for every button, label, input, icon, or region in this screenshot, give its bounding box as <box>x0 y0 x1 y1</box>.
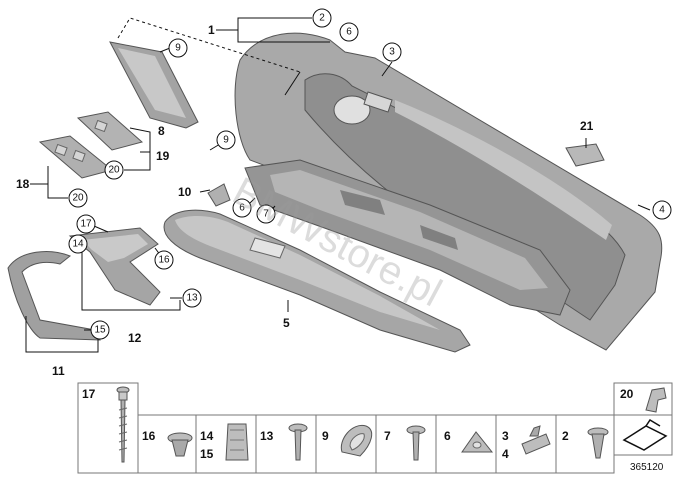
legend-label-20: 20 <box>620 387 634 401</box>
callout-4: 4 <box>659 205 665 216</box>
legend-cell-2 <box>555 414 615 474</box>
callout-9-mid: 9 <box>223 135 229 146</box>
grommet-icon <box>167 432 193 457</box>
callout-5: 5 <box>283 316 290 330</box>
callout-10: 10 <box>178 185 192 199</box>
callout-11: 11 <box>52 364 65 378</box>
screw-icon <box>116 386 130 463</box>
legend-label-13: 13 <box>260 429 274 443</box>
legend-cell-13 <box>255 414 317 474</box>
switch-bezel-small <box>76 111 144 151</box>
reference-number: 365120 <box>630 462 664 473</box>
legend-cell-7 <box>375 414 437 474</box>
hook-clip-icon <box>645 387 667 413</box>
legend-strip: 17 16 14 15 13 9 <box>77 382 673 474</box>
bolt-icon <box>288 423 308 461</box>
push-rivet-icon <box>587 427 609 459</box>
callout-20-lower: 20 <box>72 193 84 204</box>
legend-label-15: 15 <box>200 447 214 461</box>
callout-6-top: 6 <box>346 27 352 38</box>
callout-8: 8 <box>158 124 165 138</box>
callout-2: 2 <box>319 13 325 24</box>
switch-bezel-large <box>38 135 114 179</box>
legend-label-17: 17 <box>82 387 96 401</box>
callout-7: 7 <box>263 209 269 220</box>
callout-17: 17 <box>80 219 92 230</box>
retainer-clip-icon <box>521 425 551 455</box>
screw-washer-icon <box>406 425 426 461</box>
callout-14: 14 <box>72 239 84 250</box>
callout-12: 12 <box>128 331 142 345</box>
grab-handle-outer <box>7 251 101 341</box>
callouts: 1 2 6 3 4 9 8 19 20 18 20 9 10 6 7 5 17 … <box>16 8 672 378</box>
trim-piece-10 <box>207 183 231 207</box>
legend-label-14: 14 <box>200 429 214 443</box>
upper-cover <box>109 41 199 129</box>
callout-21: 21 <box>580 119 594 133</box>
clamp-nut-icon <box>461 431 494 453</box>
legend-label-16: 16 <box>142 429 156 443</box>
clip-21 <box>565 143 605 167</box>
callout-9-top: 9 <box>175 43 181 54</box>
callout-1: 1 <box>208 23 215 37</box>
callout-16: 16 <box>158 255 170 266</box>
callout-13: 13 <box>186 293 198 304</box>
callout-6-mid: 6 <box>239 203 245 214</box>
legend-label-4: 4 <box>502 447 509 461</box>
legend-label-3: 3 <box>502 429 509 443</box>
legend-label-9: 9 <box>322 429 329 443</box>
kit-symbol-icon <box>622 418 668 451</box>
legend-cell-17 <box>77 382 139 474</box>
legend-label-7: 7 <box>384 429 391 443</box>
inner-carrier <box>244 159 571 316</box>
legend-label-2: 2 <box>562 429 569 443</box>
trim-cover-icon <box>340 424 373 457</box>
legend-cell-6 <box>435 414 497 474</box>
callout-3: 3 <box>389 47 395 58</box>
legend-label-6: 6 <box>444 429 451 443</box>
clip-icon <box>225 423 249 461</box>
callout-19: 19 <box>156 149 170 163</box>
grab-handle-inner <box>68 227 161 306</box>
callout-15: 15 <box>94 325 106 336</box>
callout-20-upper: 20 <box>108 165 120 176</box>
callout-18: 18 <box>16 177 30 191</box>
armrest <box>163 209 471 353</box>
